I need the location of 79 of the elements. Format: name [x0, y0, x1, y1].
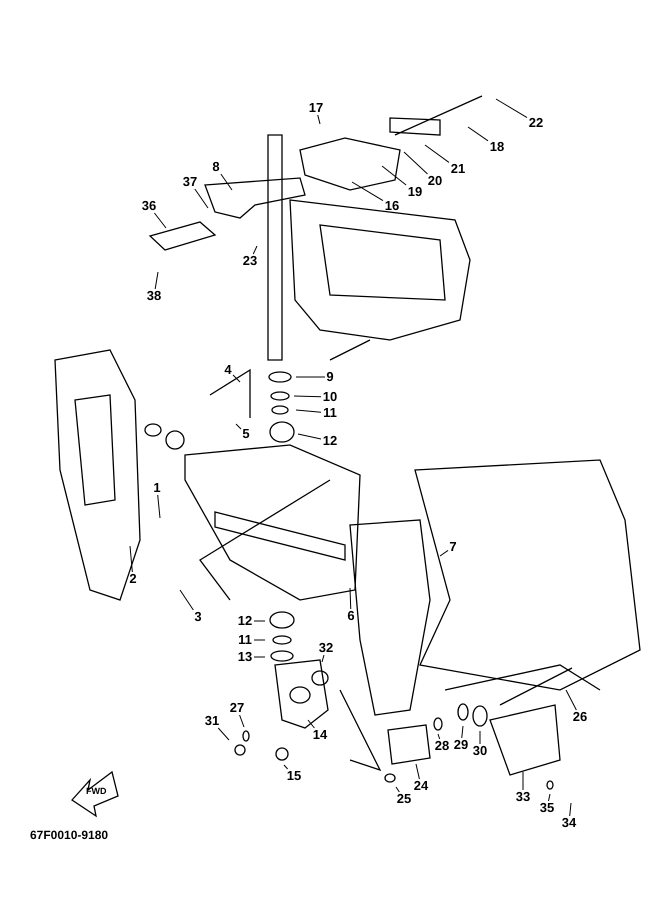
callout-number: 1 — [153, 480, 161, 496]
callout-number: 11 — [322, 405, 338, 421]
callout-number: 19 — [407, 184, 423, 200]
callout-number: 11 — [237, 632, 253, 648]
callout-number: 25 — [396, 791, 412, 807]
callout-number: 30 — [472, 743, 488, 759]
callout-number: 15 — [286, 768, 302, 784]
leader-line — [468, 126, 488, 142]
leader-line — [154, 212, 166, 228]
callout-number: 24 — [413, 778, 429, 794]
callout-number: 5 — [242, 426, 250, 442]
callout-number: 8 — [212, 159, 220, 175]
leader-line — [239, 714, 244, 728]
leader-line — [294, 396, 322, 398]
leader-line — [522, 772, 524, 790]
callout-number: 38 — [146, 288, 162, 304]
callout-number: 13 — [237, 649, 253, 665]
leader-line — [180, 590, 194, 610]
leader-line — [396, 786, 400, 792]
leader-line — [438, 734, 440, 740]
callout-number: 21 — [450, 161, 466, 177]
callout-number: 10 — [322, 389, 338, 405]
callout-number: 22 — [528, 115, 544, 131]
direction-label: FWD — [86, 786, 106, 796]
leader-line — [352, 182, 384, 202]
leader-line — [220, 174, 232, 190]
leader-line — [461, 726, 464, 738]
callout-number: 27 — [229, 700, 245, 716]
callout-number: 32 — [318, 640, 334, 656]
callout-number: 18 — [489, 139, 505, 155]
leader-line — [566, 690, 577, 710]
leader-line — [322, 654, 324, 662]
callout-number: 16 — [384, 198, 400, 214]
callout-number: 12 — [322, 433, 338, 449]
callout-number: 28 — [434, 738, 450, 754]
callout-number: 29 — [453, 737, 469, 753]
leader-line — [317, 114, 320, 124]
leader-line — [296, 410, 322, 413]
callout-number: 31 — [204, 713, 220, 729]
leader-line — [254, 620, 266, 622]
callout-number: 33 — [515, 789, 531, 805]
leader-line — [298, 434, 322, 440]
drawing-number: 67F0010-9180 — [30, 828, 108, 842]
leader-line — [254, 656, 266, 658]
callout-number: 17 — [308, 100, 324, 116]
leader-line — [496, 98, 528, 118]
leader-line — [236, 424, 242, 430]
leader-line — [232, 374, 240, 382]
leader-line — [157, 494, 160, 518]
callout-number: 35 — [539, 800, 555, 816]
callout-number: 4 — [224, 362, 232, 378]
leader-line — [218, 728, 230, 740]
leader-line — [569, 802, 572, 816]
callout-number: 12 — [237, 613, 253, 629]
leader-line — [308, 720, 315, 728]
callout-number: 2 — [129, 571, 137, 587]
callout-number: 3 — [194, 609, 202, 625]
leader-line — [424, 144, 450, 163]
leader-line — [130, 546, 133, 572]
leader-line — [194, 188, 208, 208]
callout-number: 36 — [141, 198, 157, 214]
leader-line — [350, 588, 352, 610]
callout-number: 20 — [427, 173, 443, 189]
callout-number: 9 — [326, 369, 334, 385]
leader-line — [154, 272, 158, 290]
leader-line — [296, 376, 326, 378]
leader-line — [416, 764, 420, 780]
callout-number: 7 — [449, 539, 457, 555]
leader-line — [252, 246, 258, 254]
callout-number: 26 — [572, 709, 588, 725]
callout-number: 14 — [312, 727, 328, 743]
leader-line — [284, 764, 288, 770]
leader-line — [548, 794, 550, 802]
callout-number: 37 — [182, 174, 198, 190]
callout-number: 34 — [561, 815, 577, 831]
callout-number: 6 — [347, 608, 355, 624]
callout-number: 23 — [242, 253, 258, 269]
leader-line — [440, 550, 448, 556]
leader-line — [404, 152, 428, 174]
